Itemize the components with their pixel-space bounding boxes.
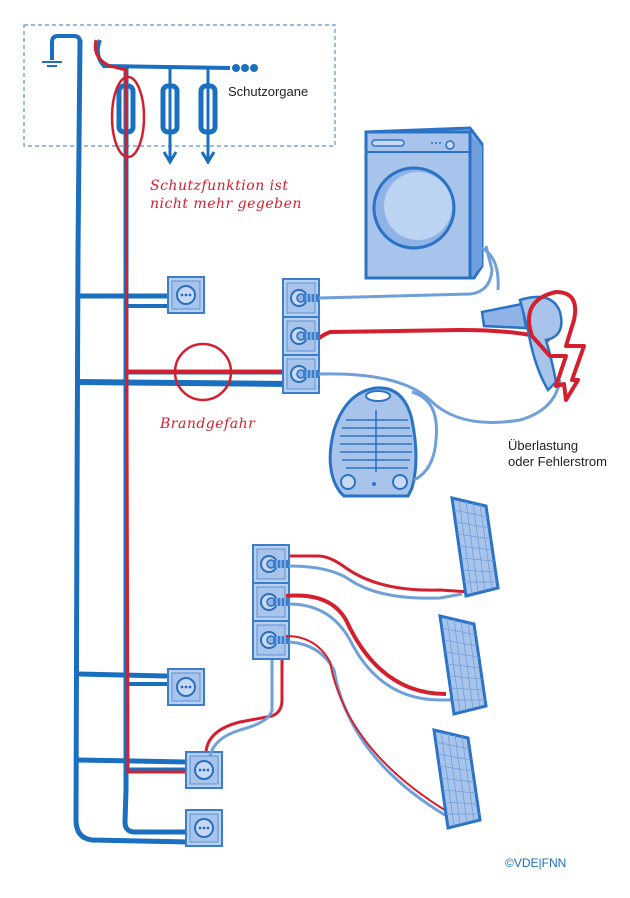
overloaded-branch-red [128,327,551,374]
protection-lost-label-line2: nicht mehr gegeben [150,196,302,212]
wall-socket-4 [185,809,223,847]
more-devices-dots-icon [232,64,258,72]
circuit-conductor-blue [122,68,190,835]
branch-wires [75,293,291,773]
strip-1-cables [318,245,562,424]
fan-heater-cable [411,390,438,482]
fuse-2 [163,68,177,165]
fuse-highlight-circle [110,75,146,159]
power-strip-2 [252,544,290,660]
busbar [95,39,231,70]
wall-socket-1 [167,276,205,314]
overload-label-line1: Überlastung [508,438,579,453]
copyright-label: ©VDE|FNN [505,856,567,870]
overloaded-conductor-red [93,39,471,774]
pe-conductor [73,39,191,845]
strip-2-cables [285,564,463,820]
fire-hazard-label: Brandgefahr [160,416,256,432]
lightning-bolt-icon [527,290,586,402]
fire-hazard-circle [173,342,233,402]
protection-devices-label: Schutzorgane [228,84,309,99]
power-strip-1 [282,278,320,394]
distribution-box-outline [23,24,336,147]
washing-machine-cable [481,246,500,291]
wall-socket-2 [167,668,205,706]
ground-icon [42,34,82,67]
overload-label-line2: oder Fehlerstrom [508,454,607,469]
power-strip-2-cable [208,660,274,757]
solar-panel-1 [450,496,500,598]
fan-heater-icon [328,386,418,498]
washing-machine-icon [364,126,484,280]
protection-lost-label-line1: Schutzfunktion ist [150,178,289,194]
wall-socket-3 [185,751,223,789]
hair-dryer-icon [480,295,563,393]
fuse-3 [201,68,215,165]
